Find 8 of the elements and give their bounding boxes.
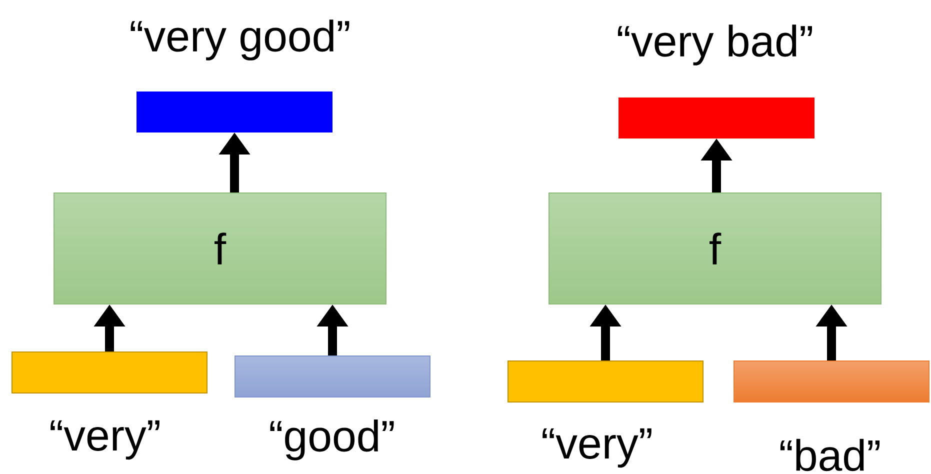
bar-label: “good” xyxy=(270,420,394,460)
bar-label: “very” xyxy=(542,428,652,468)
bar-label: “very bad” xyxy=(618,24,812,66)
function-box: f xyxy=(54,192,386,304)
bar-label: “bad” xyxy=(780,438,880,472)
function-box: f xyxy=(548,192,882,304)
bar-label: “very” xyxy=(50,420,160,460)
bar-label: “very good” xyxy=(130,20,350,60)
